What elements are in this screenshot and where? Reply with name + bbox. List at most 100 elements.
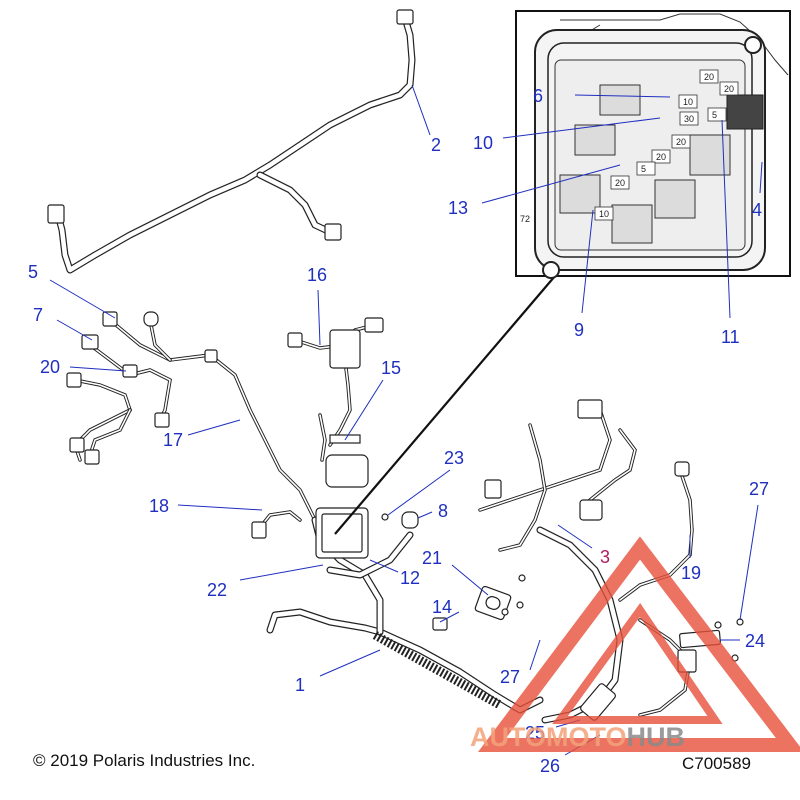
harness-item-16 xyxy=(287,317,384,488)
connector-c xyxy=(84,449,100,465)
callout-9: 9 xyxy=(574,320,584,340)
watermark-text-b: HUB xyxy=(626,722,686,752)
callout-15: 15 xyxy=(381,358,401,378)
relay-block xyxy=(329,329,361,369)
callout-20: 20 xyxy=(40,357,60,377)
module-item-15 xyxy=(325,454,369,488)
harness-front-left xyxy=(66,311,317,522)
callout-26: 26 xyxy=(540,756,560,776)
callout-24: 24 xyxy=(745,631,765,651)
fuse-slot xyxy=(707,107,727,122)
fuse-slot xyxy=(594,206,614,221)
callout-2: 2 xyxy=(431,135,441,155)
grommet-item-23 xyxy=(381,513,389,521)
fuse-slot xyxy=(636,161,656,176)
fuse-slot xyxy=(719,81,739,96)
fuse-rating-label: 5 xyxy=(712,110,717,120)
connector-d xyxy=(154,412,170,428)
callout-7: 7 xyxy=(33,305,43,325)
callout-6: 6 xyxy=(533,86,543,106)
callout-12: 12 xyxy=(400,568,420,588)
harness-item-18 xyxy=(251,510,302,539)
callout-8: 8 xyxy=(438,501,448,521)
fuse-rating-label: 20 xyxy=(615,178,625,188)
callout-19: 19 xyxy=(681,563,701,583)
fuse-slot xyxy=(671,134,691,149)
connector-j xyxy=(579,499,603,521)
fuse-rating-label: 30 xyxy=(684,114,694,124)
harness-item-1 xyxy=(266,507,544,714)
callout-23: 23 xyxy=(444,448,464,468)
harness-item-3 xyxy=(478,399,697,724)
fuse-slot xyxy=(651,149,671,164)
fuse-rating-label: 20 xyxy=(656,152,666,162)
fuse-rating-label: 10 xyxy=(599,209,609,219)
connector-h xyxy=(484,479,502,499)
connector-item-5 xyxy=(102,311,118,327)
diagram-code: C700589 xyxy=(682,754,752,773)
callout-27-top: 27 xyxy=(749,479,769,499)
connector-i xyxy=(577,399,603,419)
relay-4 xyxy=(611,204,653,244)
mount-hole-bottom xyxy=(542,261,560,279)
screw-5 xyxy=(714,621,722,629)
leader-lines xyxy=(49,84,763,756)
callout-numbers: 2 6 10 13 4 9 11 5 7 20 17 16 15 18 8 23… xyxy=(28,86,769,776)
relay-2 xyxy=(574,124,616,156)
harness-item-2 xyxy=(47,9,416,274)
fuse-slot xyxy=(699,69,719,84)
callout-14: 14 xyxy=(432,597,452,617)
callout-13: 13 xyxy=(448,198,468,218)
callout-17: 17 xyxy=(163,430,183,450)
callout-16: 16 xyxy=(307,265,327,285)
connector-e xyxy=(204,349,218,363)
callout-1: 1 xyxy=(295,675,305,695)
fuse-box-rim xyxy=(547,42,753,258)
callout-10: 10 xyxy=(473,133,493,153)
callout-5: 5 xyxy=(28,262,38,282)
watermark-logo xyxy=(477,536,800,752)
relay-1 xyxy=(599,84,641,116)
watermark-text: AUTOMOTOHUB xyxy=(470,722,685,753)
connector-left xyxy=(47,204,65,224)
connector-item-8 xyxy=(401,511,419,529)
module-item-25 xyxy=(580,683,616,721)
mount-hole-top xyxy=(744,36,762,54)
fuse-rating-label: 10 xyxy=(683,97,693,107)
callout-11: 11 xyxy=(721,327,740,347)
inset-pointer-line xyxy=(334,275,556,535)
screw-2 xyxy=(501,608,509,616)
connector-item-14 xyxy=(432,617,448,631)
callout-3: 3 xyxy=(600,547,610,567)
callout-22: 22 xyxy=(207,580,227,600)
connector-right xyxy=(324,223,342,241)
connector-k xyxy=(674,461,690,477)
connector-round xyxy=(143,311,159,327)
connector-f xyxy=(364,317,384,333)
connector-item-7 xyxy=(81,334,99,350)
connector-item-18 xyxy=(251,521,267,539)
relay-5 xyxy=(654,179,696,219)
fuse-slot xyxy=(610,175,630,190)
fuse-legend-block xyxy=(726,94,764,130)
connector-b xyxy=(69,437,85,453)
connector-a xyxy=(66,372,82,388)
fuse-slot xyxy=(678,94,698,109)
callout-27-bottom: 27 xyxy=(500,667,520,687)
fuse-rating-label: 20 xyxy=(704,72,714,82)
callout-21: 21 xyxy=(422,548,442,568)
inset-corner-mark: 72 xyxy=(520,214,530,224)
fuse-slot xyxy=(679,111,699,126)
screw-3 xyxy=(516,601,524,609)
fuse-rating-label: 20 xyxy=(676,137,686,147)
bracket-hole xyxy=(485,596,501,610)
connector-top xyxy=(396,9,414,25)
relay-3 xyxy=(559,174,601,214)
screw-1 xyxy=(518,574,526,582)
fuse-box-cover xyxy=(321,513,363,553)
callout-18: 18 xyxy=(149,496,169,516)
connector-g xyxy=(287,332,303,348)
fuse-rating-label: 5 xyxy=(641,164,646,174)
